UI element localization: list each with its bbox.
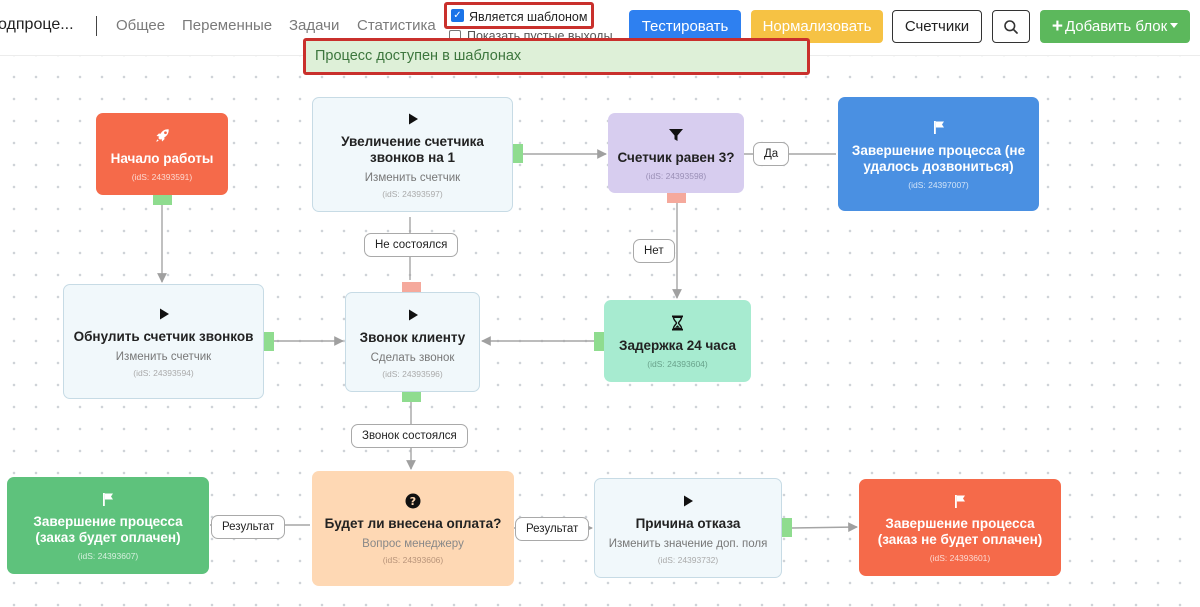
- plus-icon: +: [1051, 16, 1063, 37]
- edge-label-happened: Звонок состоялся: [351, 424, 468, 448]
- node-title: Обнулить счетчик звонков: [73, 329, 254, 344]
- node-id: (idS: 24393601): [929, 553, 991, 563]
- node-will-pay[interactable]: ? Будет ли внесена оплата? Вопрос менедж…: [312, 471, 514, 586]
- node-title: Счетчик равен 3?: [617, 149, 735, 165]
- tab-general[interactable]: Общее: [116, 17, 166, 34]
- question-icon: ?: [405, 492, 421, 510]
- edge-label-result-right: Результат: [515, 517, 590, 541]
- template-tooltip: Процесс доступен в шаблонах: [303, 38, 810, 75]
- node-title: Завершение процесса (заказ будет оплачен…: [33, 514, 183, 545]
- rocket-icon: [154, 127, 171, 145]
- edge-label-not-happened: Не состоялся: [364, 233, 459, 257]
- node-title: Причина отказа: [635, 515, 741, 531]
- output-port[interactable]: [594, 332, 604, 351]
- output-port-happened[interactable]: [402, 392, 421, 402]
- tab-variables[interactable]: Переменные: [182, 17, 273, 34]
- node-title: Задержка 24 часа: [619, 337, 736, 353]
- node-end-paid[interactable]: Завершение процесса (заказ будет оплачен…: [7, 477, 209, 574]
- node-title: Завершение процесса (не удалось дозвонит…: [851, 142, 1026, 174]
- search-button[interactable]: [992, 10, 1030, 43]
- node-title: Звонок клиенту: [359, 329, 466, 345]
- top-toolbar: одпроце... Общее Переменные Задачи Стати…: [0, 0, 1200, 56]
- add-block-label: Добавить блок: [1064, 18, 1168, 35]
- node-title: Завершение процесса (заказ не будет опла…: [877, 516, 1043, 547]
- caret-down-icon: [1170, 23, 1179, 28]
- flag-icon: [953, 492, 967, 510]
- node-call-client[interactable]: Звонок клиенту Сделать звонок (idS: 2439…: [345, 292, 480, 392]
- output-port[interactable]: [782, 518, 792, 537]
- node-subtitle: Вопрос менеджеру: [362, 538, 464, 550]
- counters-button[interactable]: Счетчики: [892, 10, 982, 43]
- node-reset-counter[interactable]: Обнулить счетчик звонков Изменить счетчи…: [63, 284, 264, 399]
- node-id: (idS: 24397007): [908, 179, 969, 190]
- node-id: (idS: 24393732): [657, 554, 719, 565]
- is-template-checkbox[interactable]: ✓: [451, 9, 464, 22]
- title-divider: [96, 16, 97, 36]
- node-title: Начало работы: [110, 150, 214, 166]
- node-id: (idS: 24393591): [131, 171, 193, 182]
- tab-tasks[interactable]: Задачи: [289, 17, 340, 34]
- is-template-toggle[interactable]: ✓ Является шаблоном: [444, 2, 594, 29]
- node-refusal-reason[interactable]: Причина отказа Изменить значение доп. по…: [594, 478, 782, 578]
- normalize-button[interactable]: Нормализовать: [751, 10, 883, 43]
- add-block-button[interactable]: +Добавить блок: [1040, 10, 1190, 43]
- node-subtitle: Изменить значение доп. поля: [608, 537, 768, 550]
- node-subtitle: Сделать звонок: [370, 351, 455, 364]
- play-icon: [157, 305, 171, 323]
- output-port[interactable]: [153, 195, 172, 205]
- node-subtitle: Изменить счетчик: [364, 172, 461, 184]
- node-start[interactable]: Начало работы (idS: 24393591): [96, 113, 228, 195]
- flag-icon: [932, 119, 946, 137]
- play-icon: [406, 306, 420, 324]
- node-delay[interactable]: Задержка 24 часа (idS: 24393604): [604, 300, 751, 382]
- edge-reason-unpaid: [791, 522, 858, 533]
- node-id: (idS: 24393597): [382, 189, 443, 199]
- edge-label-no: Нет: [633, 239, 675, 263]
- play-icon: [681, 492, 695, 510]
- output-port[interactable]: [513, 144, 523, 163]
- output-port-not-happened[interactable]: [402, 282, 421, 292]
- node-end-unpaid[interactable]: Завершение процесса (заказ не будет опла…: [859, 479, 1061, 576]
- output-port[interactable]: [264, 332, 274, 351]
- is-template-label: Является шаблоном: [469, 10, 588, 24]
- node-id: (idS: 24393606): [382, 555, 444, 565]
- node-subtitle: Изменить счетчик: [115, 351, 212, 363]
- filter-icon: [668, 126, 684, 144]
- svg-text:?: ?: [410, 495, 416, 508]
- play-icon: [406, 110, 420, 128]
- hourglass-icon: [671, 314, 684, 332]
- node-increment-counter[interactable]: Увеличение счетчика звонков на 1 Изменит…: [312, 97, 513, 212]
- node-title: Будет ли внесена оплата?: [324, 516, 502, 531]
- node-title: Увеличение счетчика звонков на 1: [341, 134, 484, 165]
- node-id: (idS: 24393607): [77, 551, 139, 561]
- output-port-no[interactable]: [667, 193, 686, 203]
- process-title: одпроце...: [0, 16, 74, 33]
- test-button[interactable]: Тестировать: [629, 10, 741, 43]
- node-id: (idS: 24393598): [645, 170, 707, 181]
- edge-label-result-left: Результат: [211, 515, 286, 539]
- node-id: (idS: 24393604): [647, 358, 708, 369]
- search-icon: [1004, 20, 1018, 34]
- node-end-unreachable[interactable]: Завершение процесса (не удалось дозвонит…: [838, 97, 1039, 211]
- edge-label-yes: Да: [753, 142, 790, 166]
- tab-statistics[interactable]: Статистика: [357, 17, 436, 34]
- flag-icon: [101, 490, 115, 508]
- node-id: (idS: 24393594): [133, 368, 194, 378]
- node-id: (idS: 24393596): [382, 368, 443, 379]
- node-counter-equals[interactable]: Счетчик равен 3? (idS: 24393598): [608, 113, 744, 193]
